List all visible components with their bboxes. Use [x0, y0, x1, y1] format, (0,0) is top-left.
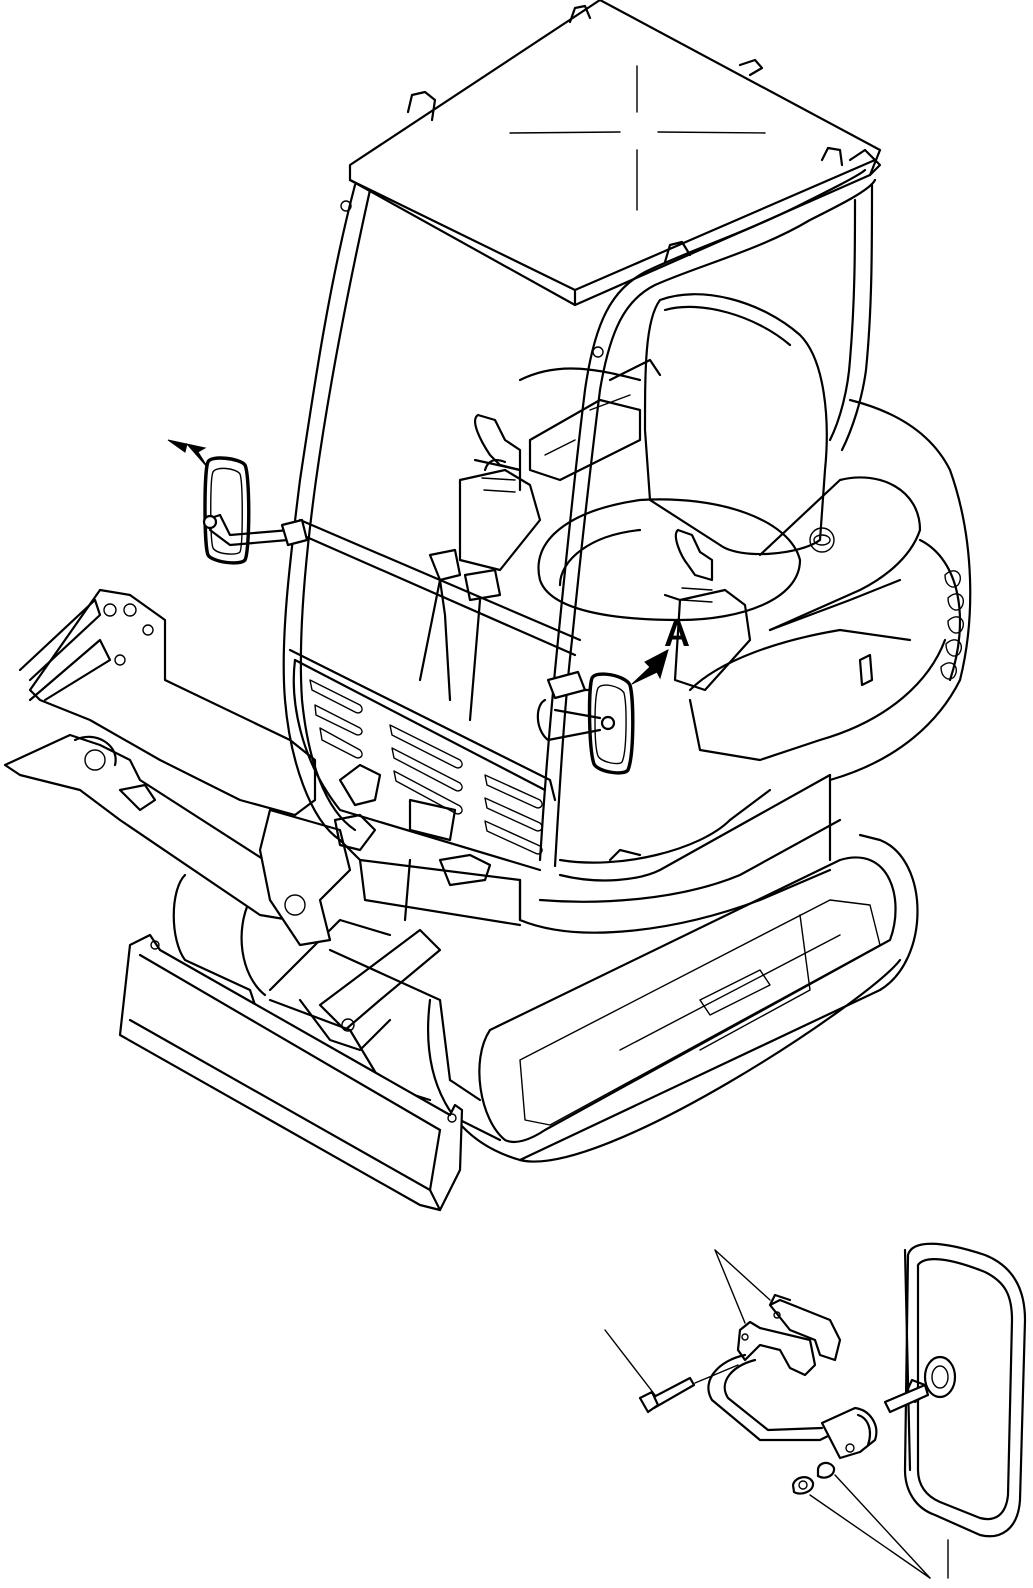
- upper-body: [338, 398, 972, 934]
- boom: [3, 588, 377, 947]
- locator-arrows: A: [167, 439, 690, 685]
- left-mirror: [202, 456, 309, 565]
- seat-area: [418, 293, 922, 722]
- dozer-blade: [118, 918, 464, 1212]
- right-mirror-arrow: [631, 649, 669, 685]
- callout-label-a: A: [664, 613, 690, 654]
- mirror-detail-view: [604, 1242, 1027, 1579]
- left-mirror-arrow: [167, 439, 209, 469]
- right-mirror: [536, 670, 635, 775]
- canopy-roof: [340, 0, 882, 307]
